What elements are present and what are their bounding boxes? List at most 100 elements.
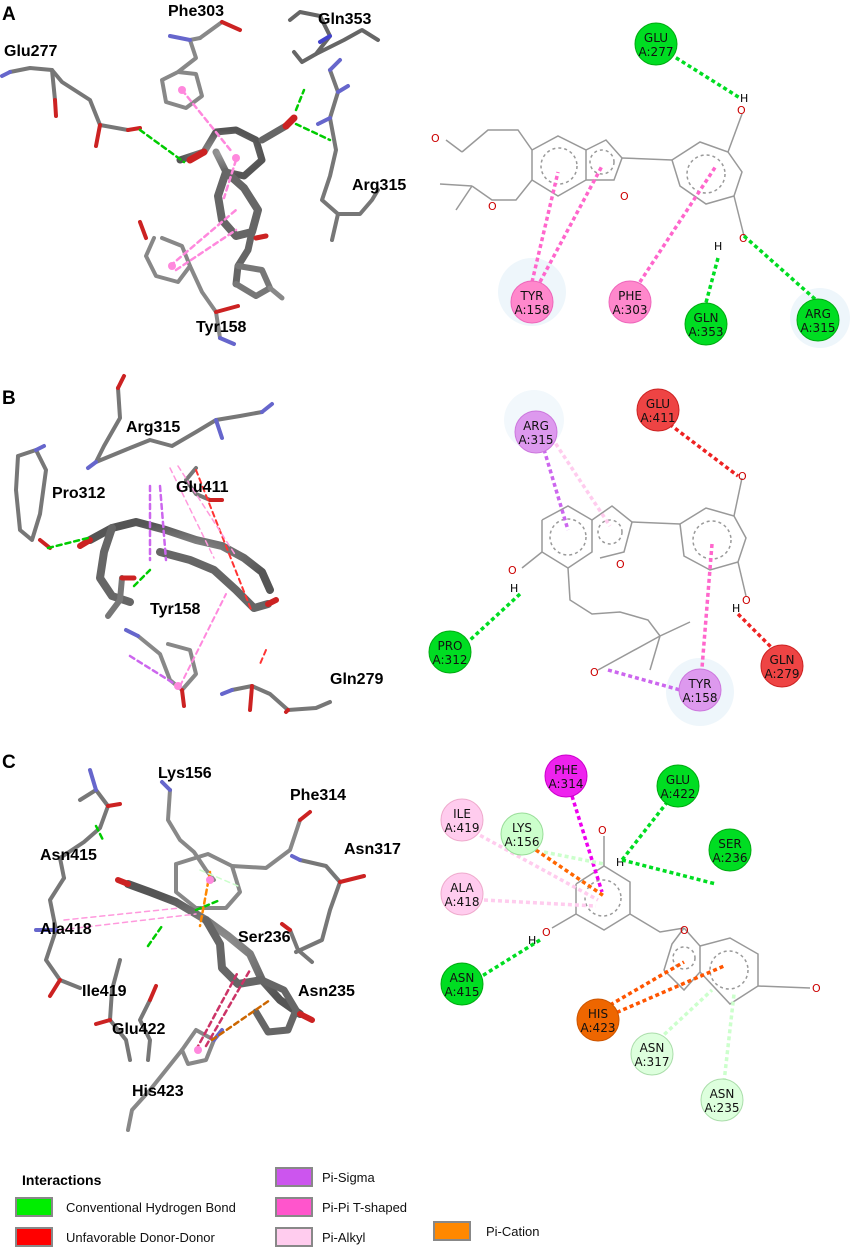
pialkyl-line [546,431,612,527]
legend-item-pication: Pi-Cation [433,1221,539,1241]
svg-text:GLU: GLU [666,773,690,787]
svg-text:ALA: ALA [450,881,474,895]
atom-oxygen: O [616,558,625,571]
svg-text:ASN: ASN [450,971,475,985]
panel-c: C [2,752,821,1132]
residue-ala418: ALA A:418 [440,872,484,916]
svg-text:ILE: ILE [453,807,471,821]
label-his423: His423 [132,1083,184,1100]
atom-oxygen: O [488,200,497,213]
residue-gln353: GLN A:353 [684,302,728,346]
label-glu277: Glu277 [4,43,57,60]
label-gln279: Gln279 [330,671,383,688]
atom-oxygen: O [812,982,821,995]
svg-text:A:315: A:315 [801,321,836,335]
label-ser236: Ser236 [238,929,291,946]
svg-text:SER: SER [718,837,742,851]
residue-asn415: ASN A:415 [440,962,484,1006]
pisigma-line [607,668,681,692]
carbonhbond-line [722,993,736,1083]
svg-text:GLU: GLU [646,397,670,411]
label-tyr158-b: Tyr158 [150,601,201,618]
pication-line [529,844,605,898]
hbond-line [621,858,717,886]
label-glu411: Glu411 [176,479,229,496]
svg-text:A:158: A:158 [683,691,718,705]
atom-oxygen: O [620,190,629,203]
panel-a-residues: GLU A:277 TYR A:158 PHE A:303 GLN A:353 [510,22,840,346]
hbond-line [702,257,720,311]
atom-oxygen: O [738,470,747,483]
svg-text:PHE: PHE [618,289,642,303]
label-arg315-b: Arg315 [126,419,180,436]
legend-swatch [275,1197,313,1217]
svg-text:TYR: TYR [688,677,712,691]
svg-text:A:419: A:419 [445,821,480,835]
label-asn415: Asn415 [40,847,97,864]
legend-item-hbond: Conventional Hydrogen Bond [15,1197,236,1217]
unfav-line [736,612,778,654]
svg-text:A:317: A:317 [635,1055,670,1069]
panel-b-2d-diagram: O O O O O H H ARG A:315 [428,388,804,726]
residue-ser236: SER A:236 [708,828,752,872]
svg-text:A:418: A:418 [445,895,480,909]
legend-item-pialkyl: Pi-Alkyl [275,1227,365,1247]
unfav-line [662,418,740,478]
residue-arg315-b: ARG A:315 [514,410,558,454]
label-tyr158: Tyr158 [196,319,247,336]
atom-oxygen: O [739,232,748,245]
label-phe303: Phe303 [168,3,224,20]
legend-swatch [275,1167,313,1187]
atom-oxygen: O [742,594,751,607]
svg-text:A:156: A:156 [505,835,540,849]
label-asn235: Asn235 [298,983,355,1000]
carbonhbond-line [652,988,714,1046]
svg-text:HIS: HIS [588,1007,608,1021]
residue-glu422: GLU A:422 [656,764,700,808]
panel-c-2d-diagram: O O O O H H [440,754,821,1122]
panel-b-3d-view [14,374,332,714]
pipi-line [634,165,718,289]
atom-hydrogen: H [616,856,624,869]
residue-phe314: PHE A:314 [544,754,588,798]
svg-text:A:303: A:303 [613,303,648,317]
svg-text:A:415: A:415 [445,985,480,999]
panel-b: B [2,374,804,726]
svg-text:A:353: A:353 [689,325,724,339]
atom-oxygen: O [508,564,517,577]
legend-label: Conventional Hydrogen Bond [66,1200,236,1215]
panel-label-a: A [2,4,16,25]
hbond-line [481,938,541,978]
residue-glu411: GLU A:411 [636,388,680,432]
label-glu422: Glu422 [112,1021,165,1038]
legend-swatch [433,1221,471,1241]
atom-oxygen: O [542,926,551,939]
atom-hydrogen: H [510,582,518,595]
legend-label: Pi-Cation [486,1224,539,1239]
hbond-line [620,794,674,862]
pisigma-line [570,795,604,893]
legend-swatch [15,1197,53,1217]
legend-item-unfav: Unfavorable Donor-Donor [15,1227,216,1247]
label-phe314: Phe314 [290,787,346,804]
atom-oxygen: O [590,666,599,679]
hbond-line [669,52,741,100]
svg-text:GLN: GLN [694,311,719,325]
legend-label: Pi-Pi T-shaped [322,1200,407,1215]
label-gln353: Gln353 [318,11,371,28]
atom-hydrogen: H [732,602,740,615]
residue-lys156: LYS A:156 [500,812,544,856]
panel-label-b: B [2,388,16,409]
pipi-line [700,543,714,669]
panel-b-residues: ARG A:315 GLU A:411 PRO A:312 GLN A:279 [428,388,804,712]
svg-text:ASN: ASN [640,1041,665,1055]
residue-tyr158-b: TYR A:158 [678,668,722,712]
label-lys156: Lys156 [158,765,212,782]
residue-ile419: ILE A:419 [440,798,484,842]
legend-label: Unfavorable Donor-Donor [66,1230,216,1245]
svg-text:ASN: ASN [710,1087,735,1101]
svg-text:A:312: A:312 [433,653,468,667]
residue-asn235: ASN A:235 [700,1078,744,1122]
hbond-line [468,592,522,642]
